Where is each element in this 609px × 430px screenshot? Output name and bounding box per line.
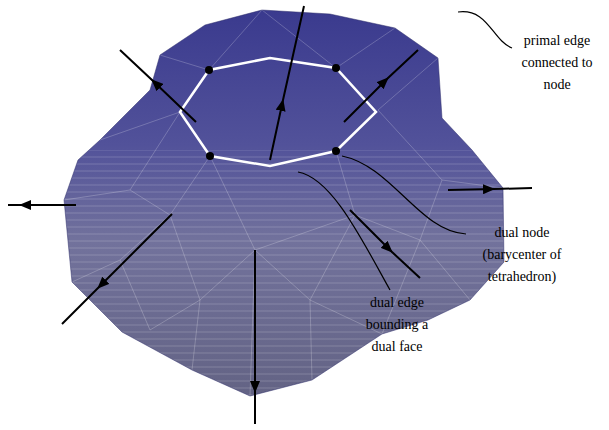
leader-lines	[298, 12, 512, 290]
callout-label: dual node (barycenter of tetrahedron)	[470, 222, 574, 288]
primal-edge-arrows	[8, 6, 532, 424]
callout-label: primal edge connected to node	[512, 30, 602, 96]
dual-face-outline	[180, 58, 376, 166]
callout-label: dual edge bounding a dual face	[356, 292, 438, 358]
mesh-body	[0, 10, 609, 430]
